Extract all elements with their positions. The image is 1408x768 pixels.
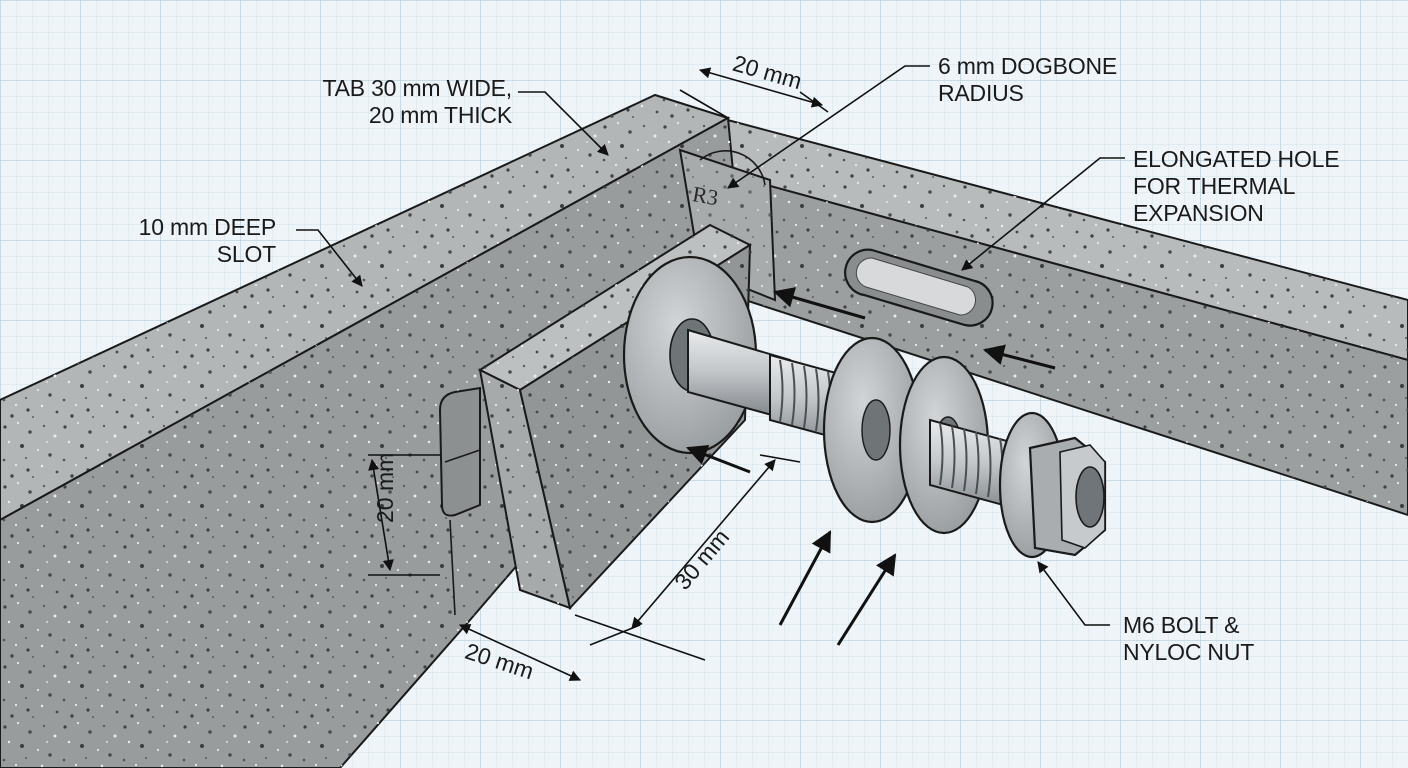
callout-dogbone: 6 mm DOGBONE RADIUS (938, 53, 1118, 106)
slot-cut (438, 386, 481, 616)
callout-slot: 10 mm DEEP SLOT (138, 214, 277, 267)
callout-tab: TAB 30 mm WIDE, 20 mm THICK (322, 75, 512, 128)
bolt-assembly (622, 255, 1107, 559)
callout-bolt: M6 BOLT & NYLOC NUT (1123, 612, 1255, 665)
dim-slot-height: 20 mm (372, 453, 398, 523)
elongated-hole (844, 248, 994, 327)
dimension-lines (368, 67, 829, 681)
leader-lines (296, 65, 1125, 626)
left-rail (0, 93, 747, 768)
callout-hole: ELONGATED HOLE FOR THERMAL EXPANSION (1133, 146, 1340, 226)
radius-engraving: R3 (691, 181, 721, 210)
